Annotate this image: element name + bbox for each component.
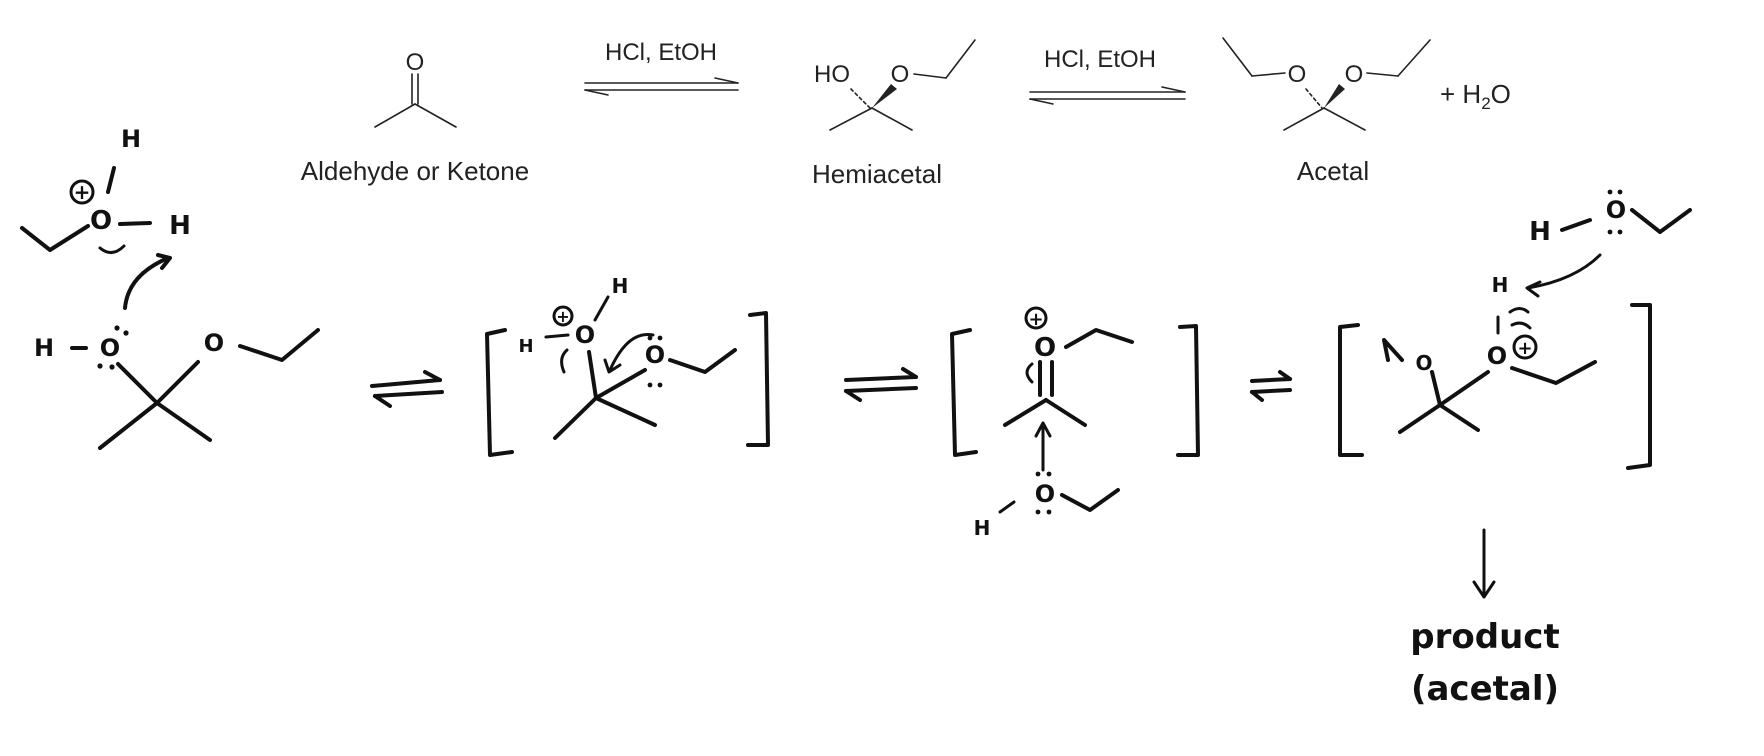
water-subscript: 2	[1481, 94, 1490, 113]
step2-bracket-right	[746, 311, 770, 447]
step1-h-top: H	[121, 125, 141, 153]
step3-bracket-right	[1176, 324, 1200, 457]
step2-curved-arrow	[608, 332, 655, 372]
equilibrium-arrow-2: HCl, EtOH	[1029, 46, 1186, 105]
step4-ethanol-o: O	[1606, 196, 1626, 224]
equilibrium-arrow-1: HCl, EtOH	[584, 39, 739, 96]
step3-bracket-left	[950, 328, 978, 457]
ketone-label: Aldehyde or Ketone	[301, 156, 529, 186]
step1-small-curl	[98, 244, 126, 254]
step3-curl	[1025, 362, 1034, 384]
mechanism-step-4: H O H O + O product (acetal)	[1338, 189, 1692, 709]
step4-oxonium-o: O	[1487, 342, 1507, 370]
step4-ether-o: O	[1415, 351, 1432, 375]
step1-o-protonated: O	[90, 206, 112, 236]
acetal-wedge-bond	[1324, 84, 1345, 108]
step3-nucleophile-h: H	[974, 516, 991, 540]
step2-charge: +	[556, 307, 569, 326]
step2-curl-left	[560, 348, 569, 374]
step3-charge: +	[1028, 309, 1043, 330]
step1-charge: +	[74, 180, 91, 204]
acetal-structure: O O Acetal	[1222, 37, 1431, 186]
hand-equilibrium-arrow-3	[1250, 370, 1292, 402]
step3-oxonium-o: O	[1034, 333, 1056, 363]
overview-reaction: O Aldehyde or Ketone HCl, EtOH HO O Hemi…	[301, 37, 1511, 189]
step4-bracket-right	[1626, 303, 1652, 470]
ketone-bond-right	[414, 103, 457, 128]
water-byproduct: + H2O	[1440, 79, 1511, 113]
step1-h-hydroxyl: H	[34, 334, 54, 362]
step1-ether-o: O	[204, 329, 224, 357]
step2-h-top: H	[612, 274, 629, 298]
hemiacetal-o: O	[891, 61, 910, 88]
step4-deprotonation-arrow	[1526, 253, 1602, 290]
ketone-structure: O Aldehyde or Ketone	[301, 49, 529, 186]
mechanism-step-2: H + O H O	[485, 274, 770, 457]
step1-ether-ethyl	[238, 328, 320, 362]
step3-charge-circle	[1024, 306, 1048, 330]
step2-ethyl	[668, 348, 737, 374]
acetal-o-right: O	[1345, 61, 1364, 88]
ketone-oxygen: O	[406, 49, 425, 76]
reagent-label-1: HCl, EtOH	[605, 39, 717, 66]
step2-charge-circle	[552, 305, 574, 327]
step4-product-label: product	[1410, 617, 1559, 657]
step4-oxonium-ethyl	[1510, 360, 1597, 385]
step4-ethanol-h: H	[1529, 217, 1551, 247]
step4-bracket-left	[1338, 323, 1364, 457]
hemiacetal-structure: HO O Hemiacetal	[812, 39, 976, 189]
water-text: + H2O	[1440, 79, 1511, 113]
hand-equilibrium-arrow-1	[370, 370, 444, 408]
step4-charge-circle	[1512, 334, 1538, 360]
water-plus-h: + H	[1440, 79, 1481, 109]
acetal-o-left: O	[1288, 61, 1307, 88]
hemiacetal-ho: HO	[814, 61, 850, 88]
acetal-label: Acetal	[1297, 156, 1369, 186]
step4-product-sublabel: (acetal)	[1411, 669, 1559, 709]
step1-o-hydroxyl: O	[100, 334, 120, 362]
mechanism-step-3: + O O H	[950, 306, 1200, 540]
reagent-label-2: HCl, EtOH	[1044, 46, 1156, 73]
step1-ethyl	[20, 224, 90, 252]
step1-curved-arrow	[123, 256, 170, 310]
step2-bracket-left	[485, 328, 514, 457]
hemiacetal-wedge-bond	[872, 84, 897, 108]
step1-charge-circle	[69, 179, 95, 205]
step3-nucleophile-ethyl	[1060, 488, 1120, 512]
step2-h-left: H	[518, 336, 533, 357]
step4-charge: +	[1517, 338, 1532, 359]
step2-ether-o: O	[645, 341, 665, 369]
water-o: O	[1491, 79, 1511, 109]
step4-ether-ethyl	[1382, 338, 1404, 362]
step4-bond-curl	[1508, 307, 1532, 330]
step3-nucleophile-o: O	[1035, 480, 1055, 508]
step3-ethyl	[1064, 328, 1134, 349]
mechanism-step-1: H + O H H O O	[20, 125, 320, 450]
ketone-bond-left	[374, 103, 416, 128]
hand-equilibrium-arrow-2	[844, 367, 918, 402]
step2-o-protonated: O	[575, 321, 595, 349]
hemiacetal-label: Hemiacetal	[812, 159, 942, 189]
step1-h-right: H	[169, 211, 191, 241]
step4-h-on-oxonium: H	[1492, 273, 1509, 297]
step4-ethanol-ethyl	[1630, 208, 1692, 234]
